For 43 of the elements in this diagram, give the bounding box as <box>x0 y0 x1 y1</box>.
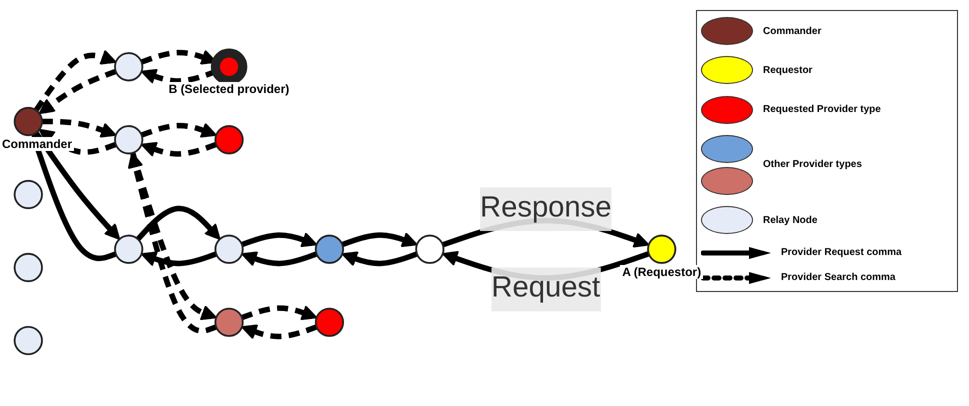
node-circle <box>14 180 43 209</box>
node-circle <box>14 326 43 355</box>
node-caption: A (Requestor) <box>620 264 704 279</box>
node-circle <box>114 234 144 264</box>
node-circle <box>114 124 144 154</box>
legend-label: Requestor <box>763 64 812 76</box>
arrow <box>34 130 120 240</box>
arrow <box>342 250 418 266</box>
arrow <box>38 68 117 114</box>
legend-label: Relay Node <box>763 214 818 226</box>
node-circle <box>214 307 244 336</box>
node-circle <box>214 234 244 264</box>
node-circle <box>314 307 344 336</box>
edge-label: Request <box>491 272 600 304</box>
node-circle <box>14 106 43 136</box>
arrow <box>241 324 318 340</box>
arrow <box>34 49 117 112</box>
node-circle <box>210 48 248 85</box>
legend-label: Provider Search comma <box>781 272 896 284</box>
arrow <box>42 118 117 138</box>
legend-label: Provider Request comma <box>781 247 902 258</box>
edge-label: Response <box>480 192 612 224</box>
arrow <box>241 304 318 320</box>
arrow <box>241 232 318 247</box>
node-circle <box>114 52 144 81</box>
legend-label: Commander <box>763 26 822 36</box>
node-circle <box>647 234 676 264</box>
legend-label: Other Provider types <box>763 159 862 170</box>
arrow <box>140 122 217 138</box>
node-circle <box>214 124 244 154</box>
arrow <box>241 250 318 266</box>
node-circle <box>14 252 43 282</box>
arrow <box>140 141 218 157</box>
node-caption: B (Selected provider) <box>166 82 292 96</box>
arrow <box>38 128 117 154</box>
node-caption: Commander <box>0 136 74 151</box>
arrow <box>136 205 221 241</box>
node-circle <box>314 234 344 264</box>
arrow <box>140 250 218 266</box>
arrow <box>341 232 418 247</box>
legend-label: Requested Provider type <box>763 104 881 116</box>
arrow <box>30 133 117 261</box>
node-circle <box>415 234 444 264</box>
